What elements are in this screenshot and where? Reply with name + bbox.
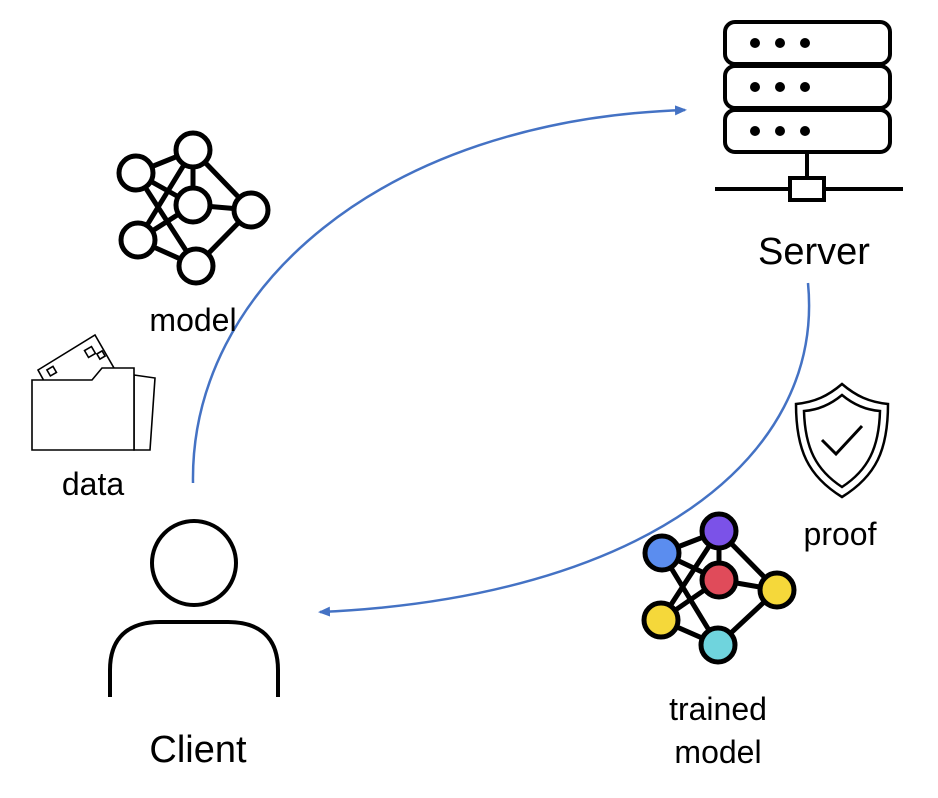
trained-node-blue (642, 533, 682, 573)
server-rack-icon (715, 20, 903, 202)
arrow-client-to-server (191, 105, 687, 484)
data-label: data (62, 466, 124, 502)
trained-model-label-line2: model (674, 734, 761, 770)
shield-check-icon (794, 382, 890, 499)
neural-network-icon (116, 130, 271, 286)
colored-neural-network-icon (641, 511, 797, 665)
folder-icon (31, 333, 156, 451)
proof-label: proof (804, 516, 877, 552)
trained-node-yellow-right (757, 570, 797, 610)
trained-node-yellow-left (641, 600, 681, 640)
model-label: model (149, 302, 236, 338)
client-label: Client (149, 729, 247, 771)
server-label: Server (758, 231, 870, 273)
arrow-server-to-client (318, 282, 811, 617)
trained-node-cyan (698, 625, 738, 665)
trained-node-red (699, 560, 739, 600)
trained-node-purple (699, 511, 739, 551)
user-icon (108, 519, 280, 697)
trained-model-label-line1: trained (669, 691, 767, 727)
